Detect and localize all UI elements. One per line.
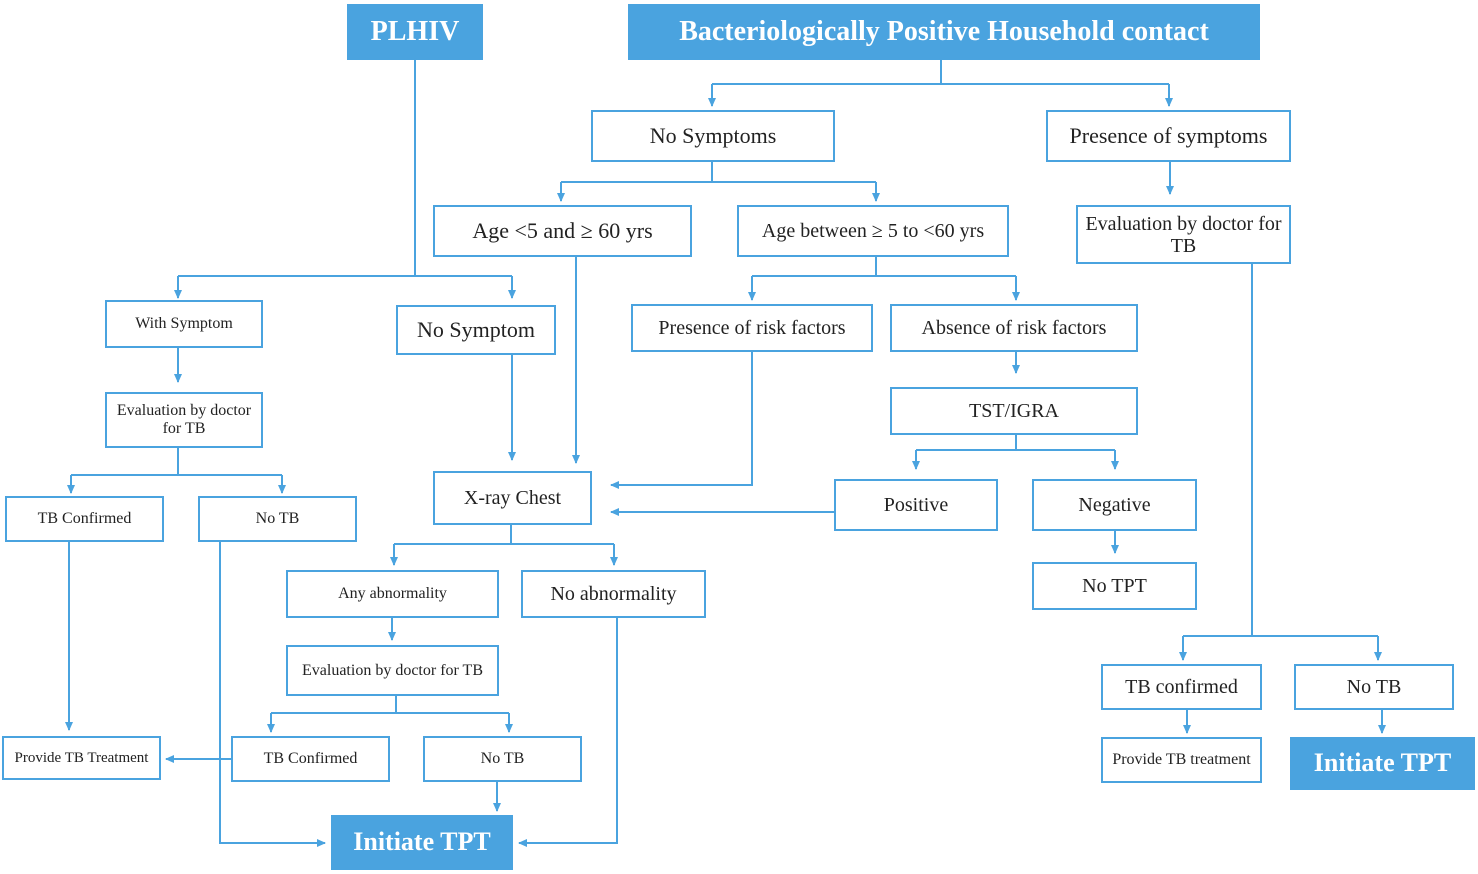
no-symptom-box: No Symptom [396, 305, 556, 355]
tb-confirmed-right-box: TB confirmed [1101, 664, 1262, 710]
evaluation-doctor-right-box: Evaluation by doctor for TB [1076, 205, 1291, 264]
evaluation-doctor-mid-box: Evaluation by doctor for TB [286, 645, 499, 696]
initiate-tpt-right-box: Initiate TPT [1290, 737, 1475, 790]
xray-chest-box: X-ray Chest [433, 471, 592, 525]
negative-box: Negative [1032, 479, 1197, 531]
no-tb-right-box: No TB [1294, 664, 1454, 710]
no-tpt-box: No TPT [1032, 562, 1197, 610]
no-tb-left-box: No TB [198, 496, 357, 542]
any-abnormality-box: Any abnormality [286, 570, 499, 618]
connector-no-abnormality-to-tpt [518, 618, 618, 847]
tb-confirmed-left-box: TB Confirmed [5, 496, 164, 542]
no-abnormality-box: No abnormality [521, 570, 706, 618]
age-under5-over60-box: Age <5 and ≥ 60 yrs [433, 205, 692, 257]
evaluation-doctor-left-box: Evaluation by doctor for TB [105, 392, 263, 448]
plhiv-header: PLHIV [347, 4, 483, 60]
absence-risk-factors-box: Absence of risk factors [890, 304, 1138, 352]
connector-risk-to-xray [610, 352, 753, 489]
provide-tb-treatment-right-box: Provide TB treatment [1101, 737, 1262, 783]
provide-tb-treatment-left-box: Provide TB Treatment [2, 736, 161, 780]
with-symptom-box: With Symptom [105, 300, 263, 348]
connector-no-tb-left-to-tpt [219, 542, 326, 847]
no-tb-mid-box: No TB [423, 736, 582, 782]
age-between-box: Age between ≥ 5 to <60 yrs [737, 205, 1009, 257]
presence-risk-factors-box: Presence of risk factors [631, 304, 873, 352]
household-contact-header: Bacteriologically Positive Household con… [628, 4, 1260, 60]
tst-igra-box: TST/IGRA [890, 387, 1138, 435]
initiate-tpt-mid-box: Initiate TPT [331, 815, 513, 870]
tb-confirmed-mid-box: TB Confirmed [231, 736, 390, 782]
positive-box: Positive [834, 479, 998, 531]
presence-of-symptoms-box: Presence of symptoms [1046, 110, 1291, 162]
no-symptoms-box: No Symptoms [591, 110, 835, 162]
